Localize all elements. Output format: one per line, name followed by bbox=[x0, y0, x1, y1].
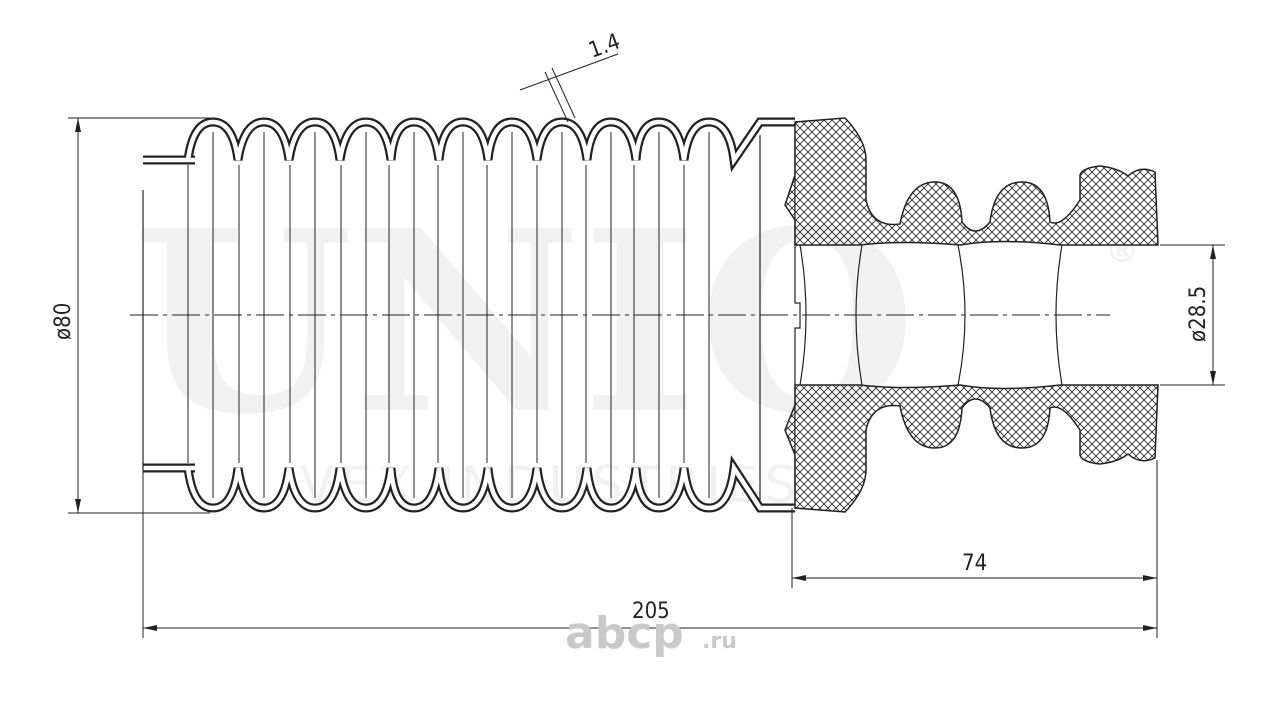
bump-stop-top-section bbox=[784, 117, 1159, 246]
bellows bbox=[142, 117, 795, 513]
total-length-label: 205 bbox=[632, 599, 670, 624]
brand-watermark: UNIO ® VEX INDUSTRIES bbox=[135, 175, 1139, 514]
site-watermark: abcp .ru bbox=[565, 608, 737, 659]
dimension-labels: 1.4 ø80 ø28.5 74 205 bbox=[51, 29, 1211, 624]
dimension-lines bbox=[68, 53, 1225, 638]
outer-diameter-label: ø80 bbox=[51, 303, 76, 340]
bump-stop-bottom-section bbox=[784, 384, 1159, 513]
site-watermark-name: abcp bbox=[565, 608, 684, 659]
inner-diameter-label: ø28.5 bbox=[1186, 286, 1211, 342]
bump-stop-section bbox=[759, 117, 1159, 513]
wall-thickness-label: 1.4 bbox=[586, 29, 624, 63]
watermark-brand: UNIO bbox=[135, 175, 916, 469]
site-watermark-suffix: .ru bbox=[702, 629, 737, 654]
bumper-length-label: 74 bbox=[962, 551, 987, 576]
